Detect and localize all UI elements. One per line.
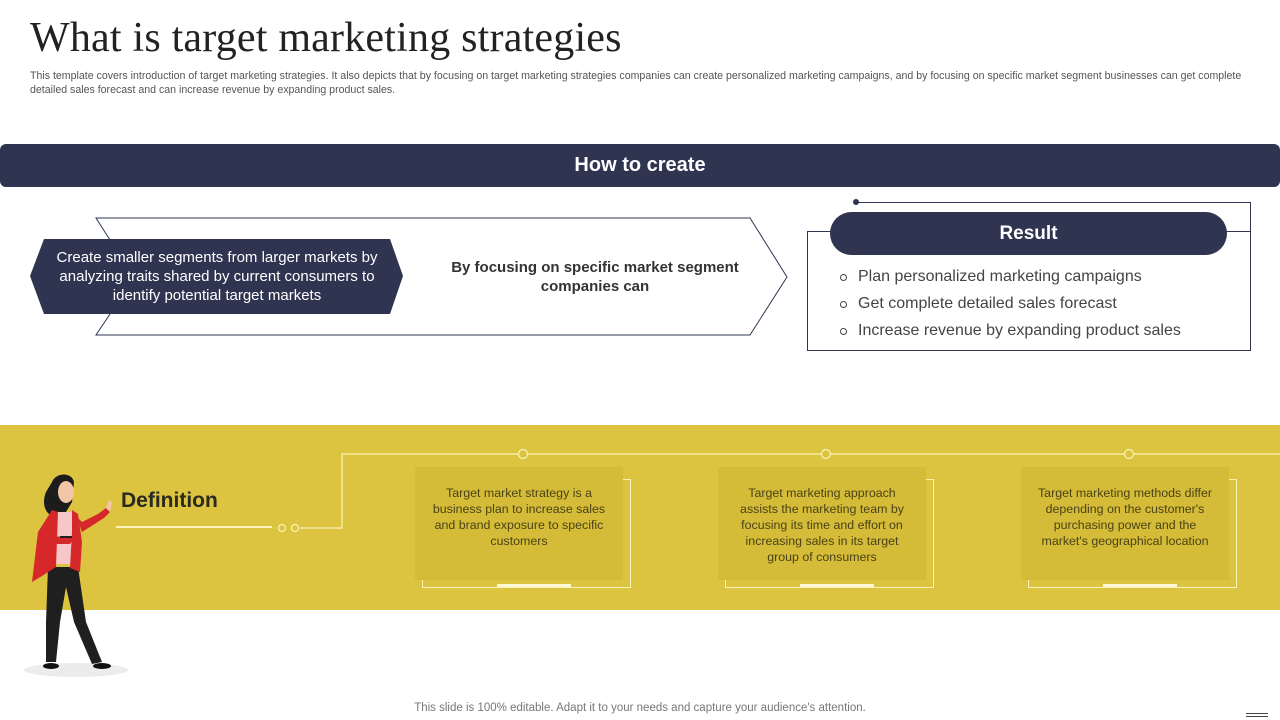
definition-card-1: Target market strategy is a business pla… bbox=[415, 467, 623, 580]
connector-node-icon bbox=[1123, 448, 1135, 460]
definition-card-3: Target marketing methods differ dependin… bbox=[1021, 467, 1229, 580]
definition-underline bbox=[116, 526, 272, 528]
card-tab bbox=[497, 584, 571, 587]
banner-label: How to create bbox=[574, 154, 706, 176]
page-subtitle: This template covers introduction of tar… bbox=[30, 70, 1242, 96]
connector-dot-icon bbox=[853, 199, 859, 205]
definition-label: Definition bbox=[121, 489, 218, 512]
result-item: Increase revenue by expanding product sa… bbox=[840, 317, 1181, 344]
result-connector-line bbox=[856, 202, 1251, 232]
connector-node-icon bbox=[820, 448, 832, 460]
definition-connectors bbox=[277, 448, 1280, 533]
circle-bullet-icon bbox=[840, 301, 847, 308]
result-item-label: Plan personalized marketing campaigns bbox=[858, 267, 1142, 285]
connector-node-icon bbox=[517, 448, 529, 460]
connector-node-icon bbox=[290, 523, 300, 533]
result-title-pill: Result bbox=[830, 212, 1227, 255]
card-tab bbox=[1103, 584, 1177, 587]
connector-node-icon bbox=[277, 523, 287, 533]
footer-note: This slide is 100% editable. Adapt it to… bbox=[414, 702, 866, 714]
result-title: Result bbox=[999, 222, 1058, 244]
result-item: Plan personalized marketing campaigns bbox=[840, 263, 1181, 290]
focus-arrow-text: By focusing on specific market segment c… bbox=[451, 259, 739, 295]
card-frame bbox=[725, 479, 934, 588]
step-create-segments: Create smaller segments from larger mark… bbox=[56, 249, 378, 304]
page-title: What is target marketing strategies bbox=[30, 15, 622, 61]
result-list: Plan personalized marketing campaigns Ge… bbox=[840, 263, 1181, 344]
result-item-label: Increase revenue by expanding product sa… bbox=[858, 321, 1181, 339]
circle-bullet-icon bbox=[840, 274, 847, 281]
hexagon-shape bbox=[30, 239, 403, 314]
presenter-woman-illustration bbox=[24, 474, 128, 677]
menu-lines-icon bbox=[1246, 713, 1268, 719]
flow-diagram bbox=[30, 217, 788, 336]
circle-bullet-icon bbox=[840, 328, 847, 335]
card-tab bbox=[800, 584, 874, 587]
result-item: Get complete detailed sales forecast bbox=[840, 290, 1181, 317]
result-item-label: Get complete detailed sales forecast bbox=[858, 294, 1117, 312]
card-frame bbox=[422, 479, 631, 588]
definition-card-2: Target marketing approach assists the ma… bbox=[718, 467, 926, 580]
how-to-create-banner: How to create bbox=[0, 144, 1280, 187]
card-frame bbox=[1028, 479, 1237, 588]
